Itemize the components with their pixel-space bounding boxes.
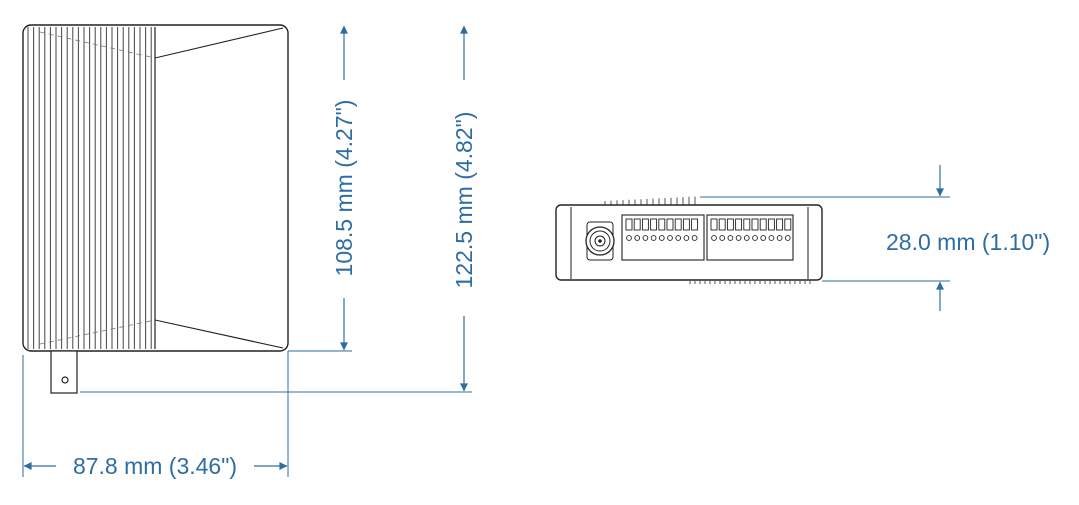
front-dimensions: 87.8 mm (3.46") 108.5 mm (4.27") 122.5 m… [22,25,477,479]
terminal-hole [776,235,783,241]
terminal-hole [667,235,673,241]
terminal-screw [625,218,633,231]
front-body-outline [22,24,289,352]
terminal-hole [735,235,742,241]
terminal-hole [634,235,641,241]
front-view [22,24,289,394]
terminal-hole [650,235,657,241]
terminal-block-right [706,214,794,261]
front-face-trapezoid [154,27,284,349]
terminal-hole [760,235,767,241]
terminal-screw [650,218,658,231]
side-view [555,196,823,284]
side-bottom-fins [689,280,811,284]
terminal-hole [691,235,698,241]
terminal-hole [642,235,649,241]
terminal-screw [726,218,734,231]
overall-height-dimension-label: 122.5 mm (4.82") [451,112,477,289]
terminal-screw [718,218,726,231]
terminal-screw [735,218,743,231]
width-dimension-label: 87.8 mm (3.46") [73,453,237,479]
terminal-screw [682,218,690,231]
terminal-screw [666,218,674,231]
terminal-hole [768,235,775,241]
terminal-hole [683,235,690,241]
terminal-screw [641,218,649,231]
terminal-screw [759,218,767,231]
terminal-hole [727,235,734,241]
terminal-screw [767,218,775,231]
depth-dimension-label: 28.0 mm (1.10") [886,229,1050,255]
terminal-screw [710,218,718,231]
side-top-fins [604,196,696,205]
terminal-screw [776,218,784,231]
bnc-connector [585,221,615,261]
terminal-screw [743,218,751,231]
heat-sink-fins [27,27,152,349]
hidden-lines [39,31,156,345]
terminal-hole [719,235,726,241]
bnc-tab-hole [61,376,69,384]
terminal-hole [784,235,791,241]
terminal-block-left [621,214,705,261]
bnc-tab [50,350,78,394]
terminal-hole [743,235,750,241]
terminal-hole [658,235,665,241]
terminal-screw [658,218,666,231]
terminal-hole [675,235,682,241]
terminal-screw [751,218,759,231]
terminal-screw [674,218,682,231]
terminal-screw [691,218,699,231]
body-height-dimension-label: 108.5 mm (4.27") [331,100,357,277]
depth-dimension: 28.0 mm (1.10") [700,165,1050,311]
terminal-hole [711,235,717,241]
terminal-screw [784,218,792,231]
terminal-hole [626,235,632,241]
terminal-hole [752,235,758,241]
terminal-screw [633,218,641,231]
